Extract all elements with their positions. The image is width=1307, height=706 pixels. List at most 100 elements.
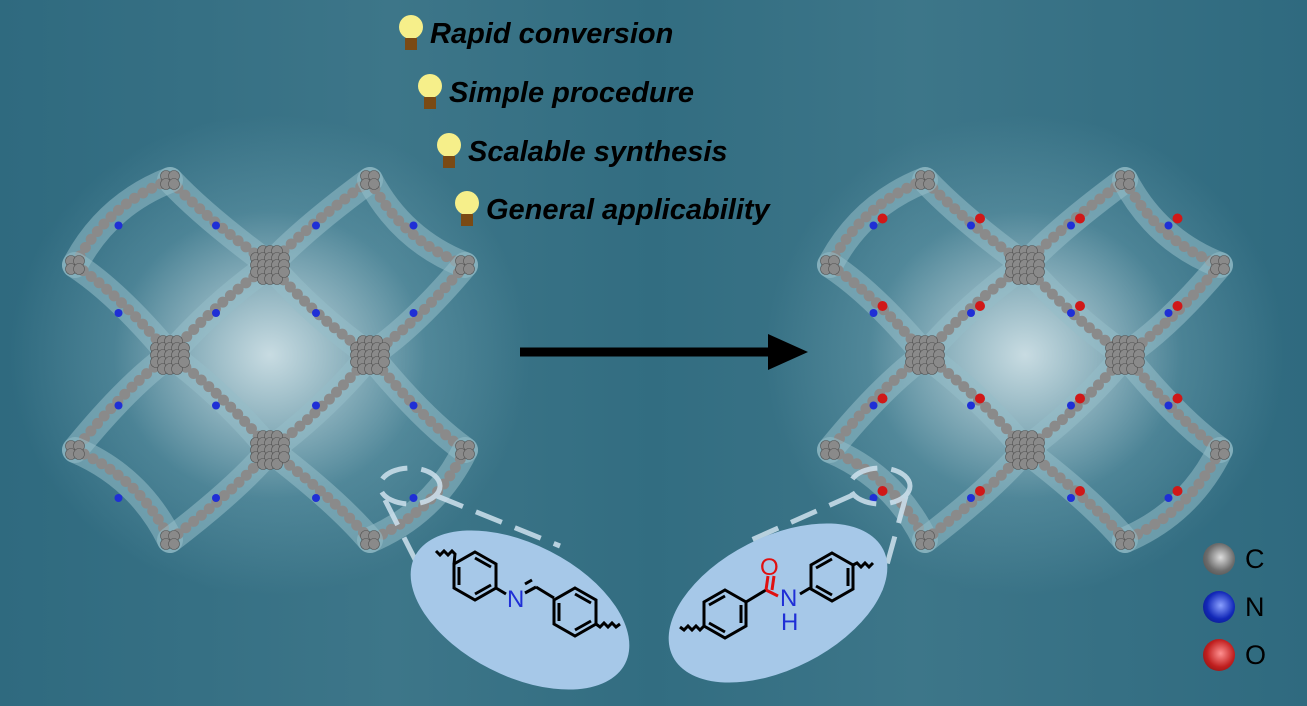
oxygen-atom bbox=[877, 486, 888, 496]
nitrogen-atom bbox=[312, 401, 320, 410]
carbon-atom-chain bbox=[1019, 174, 1131, 271]
feature-scalable-synthesis: Scalable synthesis bbox=[436, 132, 728, 172]
carbon-atom-chain bbox=[824, 349, 931, 456]
lightbulb-icon bbox=[455, 191, 479, 226]
legend-nitrogen: N bbox=[1203, 591, 1265, 623]
oxygen-atom bbox=[975, 393, 985, 404]
carbon-atom-chain bbox=[364, 174, 471, 271]
oxygen-atom bbox=[1172, 213, 1183, 224]
nitrogen-atom bbox=[114, 494, 123, 502]
oxygen-atom bbox=[1172, 486, 1183, 496]
framework-channel-wall bbox=[1112, 437, 1233, 553]
carbon-atom bbox=[1026, 458, 1038, 470]
carbon-atom-chain bbox=[1019, 444, 1131, 546]
carbon-atom-chain bbox=[1119, 349, 1226, 456]
framework-channel-wall bbox=[1112, 167, 1233, 278]
carbon-atom bbox=[168, 178, 180, 190]
carbon-atom-chain bbox=[364, 349, 471, 456]
nitrogen-atom bbox=[212, 401, 220, 410]
nitrogen-atom bbox=[409, 401, 418, 410]
carbon-atom bbox=[73, 263, 85, 275]
nitrogen-atom bbox=[114, 309, 123, 317]
nitrogen-atom bbox=[1067, 494, 1075, 502]
nitrogen-atom bbox=[212, 494, 220, 502]
oxygen-atom bbox=[975, 486, 985, 496]
zoom-callout-right bbox=[738, 465, 913, 591]
carbon-atom bbox=[828, 263, 840, 275]
lightbulb-icon bbox=[418, 74, 442, 109]
nitrogen-atom bbox=[869, 221, 878, 230]
feature-label: Rapid conversion bbox=[430, 17, 674, 50]
cof-framework-imine bbox=[62, 167, 478, 553]
carbon-atom-chain bbox=[1019, 349, 1131, 456]
carbon-atom-chain bbox=[69, 349, 176, 456]
feature-label: General applicability bbox=[486, 193, 770, 226]
carbon-atom-chain bbox=[69, 174, 176, 271]
nitrogen-atom bbox=[1067, 221, 1075, 230]
nitrogen-atom bbox=[967, 309, 975, 317]
cof-framework-amide bbox=[817, 167, 1233, 553]
legend-carbon: C bbox=[1203, 543, 1265, 575]
carbon-atom-chain bbox=[1019, 259, 1131, 361]
reaction-arrow bbox=[520, 334, 808, 370]
framework-channel-wall bbox=[817, 167, 938, 278]
carbon-atom bbox=[368, 538, 380, 550]
carbon-atom bbox=[278, 451, 290, 463]
oxygen-atom bbox=[877, 393, 888, 404]
nitrogen-atom bbox=[409, 221, 418, 230]
lightbulb-icon bbox=[399, 15, 423, 50]
nitrogen-atom bbox=[114, 401, 123, 410]
nitrogen-atom bbox=[967, 494, 975, 502]
feature-rapid-conversion: Rapid conversion bbox=[398, 14, 673, 54]
nitrogen-atom bbox=[114, 221, 123, 230]
legend-label: O bbox=[1245, 639, 1267, 670]
nitrogen-atom bbox=[869, 309, 878, 317]
feature-general-applicability: General applicability bbox=[454, 190, 770, 230]
carbon-atom-chain bbox=[919, 174, 1031, 271]
carbon-atom bbox=[1218, 448, 1230, 460]
nitrogen-atom bbox=[312, 221, 320, 230]
oxygen-atom bbox=[1172, 301, 1183, 311]
carbon-atom-chain bbox=[264, 259, 376, 361]
oxygen-atom bbox=[1075, 393, 1085, 404]
carbon-atom bbox=[378, 356, 390, 368]
carbon-atom bbox=[933, 356, 945, 368]
oxygen-sphere-icon bbox=[1203, 639, 1235, 671]
nitrogen-atom bbox=[409, 309, 418, 317]
oxygen-atom bbox=[975, 301, 985, 311]
carbon-atom bbox=[1218, 263, 1230, 275]
carbon-atom-chain bbox=[164, 259, 276, 361]
amide-oxygen-label: O bbox=[760, 554, 779, 581]
legend-oxygen: O bbox=[1203, 639, 1266, 671]
carbon-atom-chain bbox=[164, 444, 276, 546]
nitrogen-atom bbox=[409, 494, 418, 502]
amide-hydrogen-label: H bbox=[781, 609, 798, 636]
carbon-atom bbox=[1026, 273, 1038, 285]
nitrogen-atom bbox=[1067, 401, 1075, 410]
carbon-atom bbox=[168, 538, 180, 550]
zoom-callout-left bbox=[377, 465, 561, 587]
oxygen-atom bbox=[1075, 213, 1085, 224]
carbon-atom-chain bbox=[1119, 444, 1226, 546]
carbon-atom bbox=[1133, 356, 1145, 368]
nitrogen-atom bbox=[1164, 494, 1173, 502]
imine-linkage-inset: N bbox=[410, 530, 630, 690]
carbon-atom-chain bbox=[1119, 174, 1226, 271]
feature-label: Simple procedure bbox=[449, 76, 694, 109]
carbon-atom bbox=[1033, 266, 1045, 278]
carbon-atom-chain bbox=[164, 349, 276, 456]
framework-channel-wall bbox=[357, 167, 478, 278]
nitrogen-atom bbox=[312, 494, 320, 502]
carbon-atom-chain bbox=[264, 349, 376, 456]
lightbulb-icon bbox=[437, 133, 461, 168]
carbon-atom bbox=[271, 458, 283, 470]
framework-channel-wall bbox=[62, 437, 183, 553]
imine-nitrogen-label: N bbox=[507, 586, 524, 613]
carbon-atom-chain bbox=[919, 349, 1031, 456]
legend-label: C bbox=[1245, 543, 1265, 574]
feature-label: Scalable synthesis bbox=[468, 135, 728, 168]
feature-simple-procedure: Simple procedure bbox=[417, 73, 694, 113]
framework-channel-wall bbox=[62, 167, 183, 278]
oxygen-atom bbox=[1172, 393, 1183, 404]
